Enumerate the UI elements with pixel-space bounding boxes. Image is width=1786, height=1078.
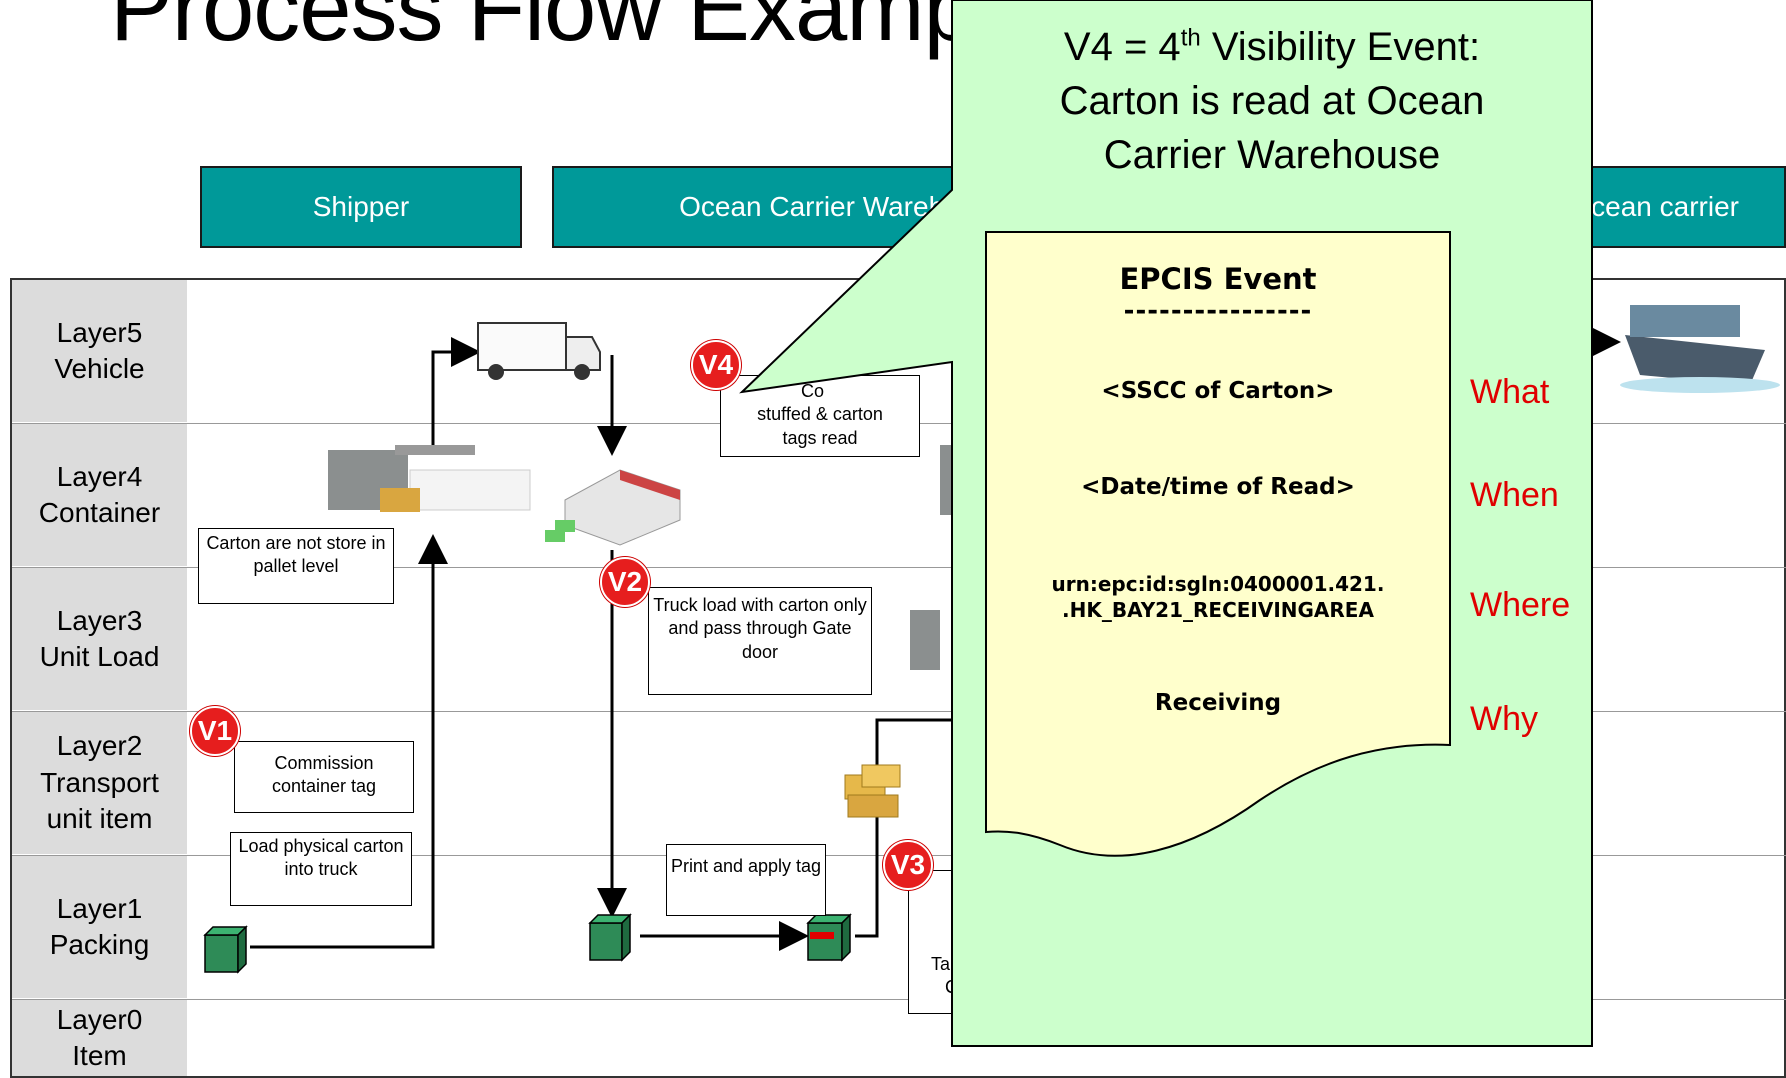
epcis-what: <SSCC of Carton>: [1101, 378, 1335, 404]
badge-v1: V1: [190, 706, 240, 756]
label-where: Where: [1470, 586, 1571, 624]
note-load-physical: Load physical carton into truck: [230, 832, 412, 906]
flow-arrow: [431, 337, 481, 455]
lane-divider: [12, 711, 1786, 712]
warehouse-image: [545, 469, 681, 546]
flow-arrow: [855, 718, 955, 938]
partial-image: [910, 610, 940, 670]
epcis-heading: EPCIS Event: [1119, 262, 1317, 296]
truck-image: [477, 322, 601, 380]
epcis-document: [985, 231, 1451, 857]
carton-stack-image: [844, 764, 901, 818]
tagged-carton-cube: [806, 913, 852, 962]
note-commission: Commission container tag: [234, 741, 414, 813]
label-why: Why: [1470, 700, 1538, 738]
flow-arrow: [250, 534, 448, 949]
carton-cube-shipper: [203, 925, 248, 974]
note-carton-pallet: Carton are not store in pallet level: [198, 528, 394, 604]
epcis-when: <Date/time of Read>: [1081, 474, 1355, 500]
badge-v4: V4: [691, 340, 741, 390]
label-what: What: [1470, 373, 1550, 411]
container-yard-image: [328, 445, 531, 512]
lane-divider: [12, 567, 1786, 568]
label-when: When: [1470, 476, 1559, 514]
epcis-divider: ----------------: [1123, 296, 1313, 326]
callout-text: V4 = 4th Visibility Event: Carton is rea…: [1059, 24, 1485, 177]
partial-image: [940, 445, 954, 515]
ship-image: [1620, 305, 1780, 393]
badge-v3: V3: [883, 840, 933, 890]
actor-shipper: Shipper: [200, 166, 522, 248]
badge-v2: V2: [600, 557, 650, 607]
lane-divider: [12, 999, 1786, 1000]
epcis-where: urn:epc:id:sgln:0400001.421. .HK_BAY21_R…: [1051, 572, 1385, 622]
note-truck-load: Truck load with carton only and pass thr…: [648, 587, 872, 695]
note-stuffed-partial: Co stuffed & carton tags read: [720, 375, 920, 457]
note-print-apply: Print and apply tag: [666, 844, 826, 916]
epcis-why: Receiving: [1154, 690, 1282, 716]
carton-cube-warehouse: [588, 913, 632, 962]
